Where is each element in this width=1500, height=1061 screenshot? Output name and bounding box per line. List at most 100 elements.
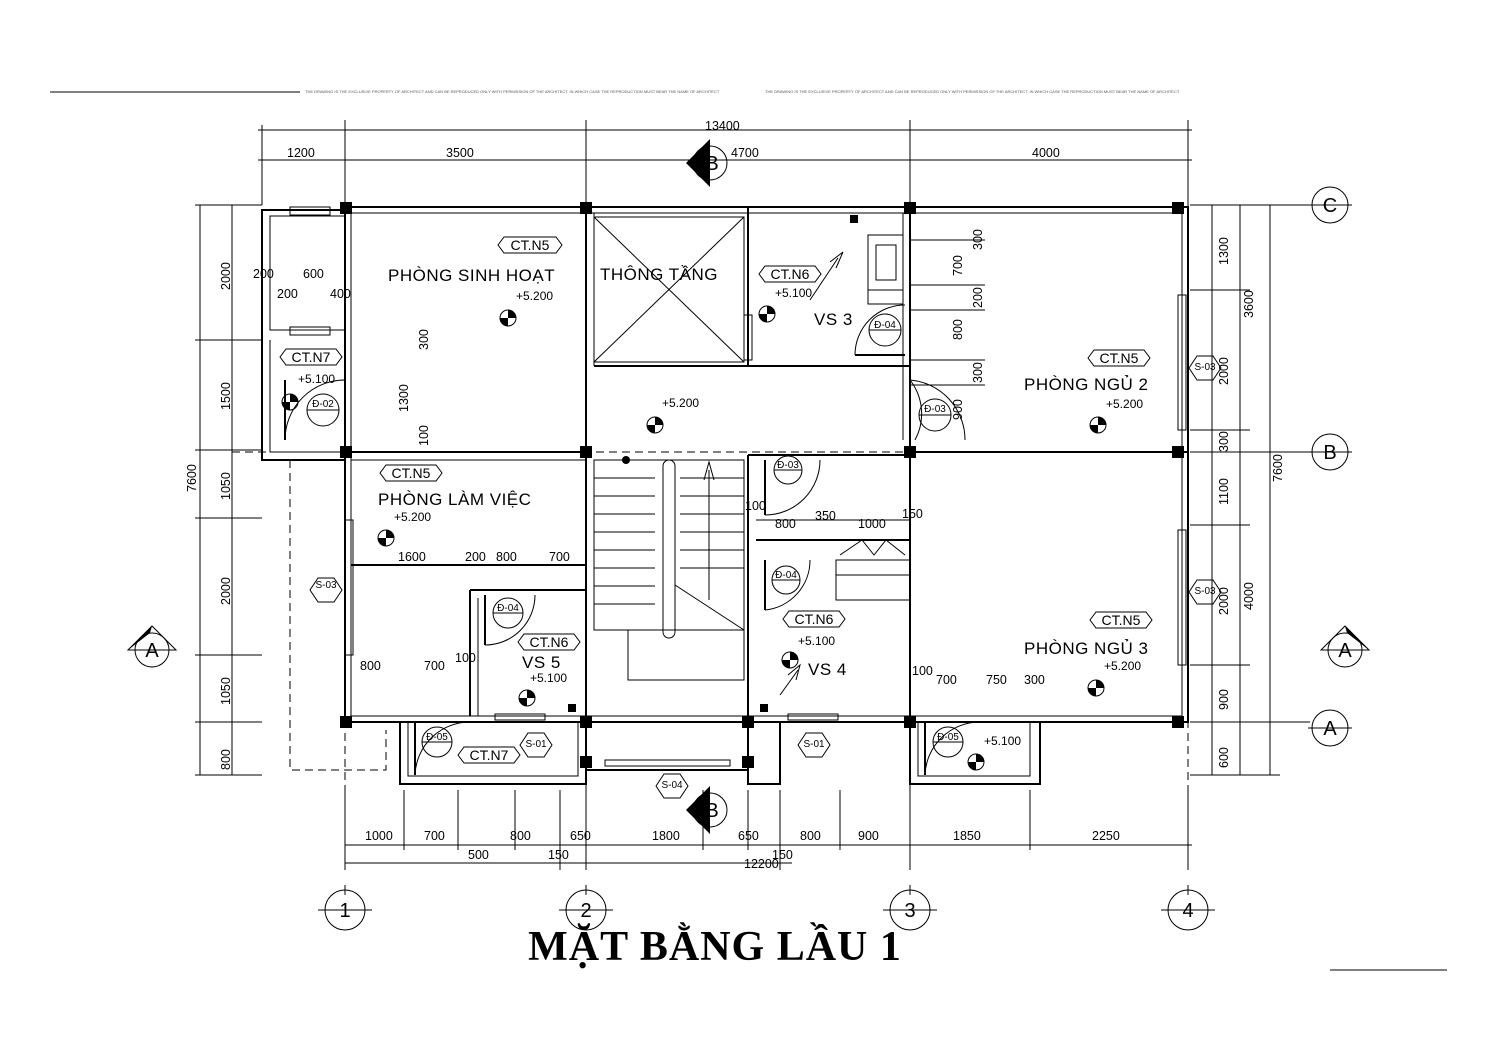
- axis-lines: [232, 200, 1310, 895]
- window-tag-label: S-01: [803, 739, 825, 750]
- dim: 700: [549, 550, 570, 564]
- dim: 100: [417, 425, 431, 446]
- dim: 650: [570, 829, 591, 843]
- room-name-lam-viec: PHÒNG LÀM VIỆC: [378, 490, 531, 509]
- room-name-thong-tang: THÔNG TẦNG: [600, 265, 718, 284]
- room-name-vs3: VS 3: [814, 310, 853, 329]
- dim: 1600: [398, 550, 426, 564]
- dim: 800: [510, 829, 531, 843]
- dim: 750: [986, 673, 1007, 687]
- dim: 2000: [219, 577, 233, 605]
- room-tag: CT.N5: [1102, 612, 1141, 628]
- level-value: +5.100: [775, 286, 812, 300]
- dim: 1850: [953, 829, 981, 843]
- axis-bubbles: 1 2 3 4 A B C: [318, 186, 1352, 931]
- level-value: +5.100: [530, 671, 567, 685]
- dim: 1300: [1217, 237, 1231, 265]
- svg-text:B: B: [705, 153, 718, 175]
- dim: 4700: [731, 146, 759, 160]
- room-name-vs4: VS 4: [808, 660, 847, 679]
- dim: 600: [1217, 747, 1231, 768]
- dim: 700: [951, 255, 965, 276]
- level-value: +5.200: [394, 510, 431, 524]
- room-tag: CT.N6: [530, 634, 569, 650]
- door-tag-label: Đ-02: [312, 399, 334, 410]
- dim: 1000: [858, 517, 886, 531]
- door-tag-label: Đ-04: [497, 603, 519, 614]
- level-value: +5.200: [1104, 659, 1141, 673]
- dim: 12200: [744, 857, 779, 871]
- dim: 350: [815, 509, 836, 523]
- dim: 800: [775, 517, 796, 531]
- dimension-texts: 13400 1200 3500 4700 4000 1000 700 800 6…: [185, 119, 1285, 871]
- dim: 800: [360, 659, 381, 673]
- dimension-lines: [195, 120, 1280, 870]
- dim: 800: [219, 749, 233, 770]
- room-tag: CT.N7: [292, 349, 331, 365]
- section-marker-a-right: A: [1319, 625, 1371, 668]
- dim: 100: [745, 499, 766, 513]
- axis-bubble-1: 1: [318, 889, 372, 931]
- window-tags: S-03 S-03 S-03 S-01 S-01 S-04: [309, 355, 1222, 799]
- dim: 900: [1217, 689, 1231, 710]
- room-tag: CT.N5: [1100, 350, 1139, 366]
- copyright-note-2: THE DRAWING IS THE EXCLUSIVE PROPERTY OF…: [765, 89, 1180, 94]
- dim: 600: [303, 267, 324, 281]
- level-value: +5.100: [984, 734, 1021, 748]
- dim: 150: [772, 848, 793, 862]
- dim: 1100: [1217, 478, 1231, 505]
- dim: 1300: [397, 384, 411, 412]
- doors: [284, 304, 981, 776]
- dim: 300: [971, 229, 985, 250]
- svg-text:A: A: [1338, 640, 1352, 662]
- svg-text:B: B: [1323, 442, 1336, 464]
- dim: 1500: [219, 382, 233, 410]
- level-value: +5.100: [298, 372, 335, 386]
- dim: 2000: [219, 262, 233, 290]
- dim: 900: [951, 399, 965, 420]
- dim: 700: [424, 829, 445, 843]
- level-value: +5.200: [662, 396, 699, 410]
- dim: 200: [277, 287, 298, 301]
- dim: 4000: [1242, 582, 1256, 610]
- dim: 700: [424, 659, 445, 673]
- axis-bubble-3: 3: [883, 889, 937, 931]
- drawing-title: MẶT BẰNG LẦU 1: [528, 922, 902, 970]
- dim: 800: [800, 829, 821, 843]
- dim: 3500: [446, 146, 474, 160]
- section-marker-b-bottom: B: [686, 786, 728, 834]
- section-marker-a-left: A: [126, 625, 178, 668]
- axis-bubble-2: 2: [559, 889, 613, 931]
- dim: 1200: [287, 146, 315, 160]
- dim: 1050: [219, 472, 233, 500]
- axis-bubble-a: A: [1308, 709, 1352, 747]
- room-names: PHÒNG SINH HOẠT THÔNG TẦNG VS 3 PHÒNG NG…: [378, 265, 1149, 679]
- svg-text:A: A: [1323, 718, 1337, 740]
- axis-bubble-c: C: [1308, 186, 1352, 224]
- dim: 300: [971, 362, 985, 383]
- dim: 100: [455, 651, 476, 665]
- dim: 150: [548, 848, 569, 862]
- svg-text:3: 3: [904, 900, 915, 922]
- room-tag: CT.N6: [795, 611, 834, 627]
- dim: 2250: [1092, 829, 1120, 843]
- room-tag: CT.N5: [511, 237, 550, 253]
- door-tags: Đ-02 Đ-03 Đ-03 Đ-04 Đ-04 Đ-04 Đ-05 Đ-05: [306, 313, 964, 758]
- room-name-ngu-2: PHÒNG NGỦ 2: [1024, 375, 1149, 394]
- window-tag-label: S-03: [315, 580, 337, 591]
- dim: 200: [465, 550, 486, 564]
- svg-text:2: 2: [580, 900, 591, 922]
- dim: 2000: [1217, 357, 1231, 385]
- structural-columns: [340, 202, 1184, 768]
- dim: 800: [496, 550, 517, 564]
- window-tag-label: S-03: [1194, 586, 1216, 597]
- door-tag-label: Đ-03: [777, 460, 799, 471]
- dim: 2000: [1217, 587, 1231, 615]
- copyright-note: THE DRAWING IS THE EXCLUSIVE PROPERTY OF…: [305, 89, 720, 94]
- dim: 3600: [1242, 290, 1256, 318]
- level-value: +5.100: [798, 634, 835, 648]
- room-name-sinh-hoat: PHÒNG SINH HOẠT: [388, 266, 555, 285]
- dim: 500: [468, 848, 489, 862]
- level-values: +5.200 +5.100 +5.200 +5.200 +5.100 +5.10…: [298, 286, 1143, 748]
